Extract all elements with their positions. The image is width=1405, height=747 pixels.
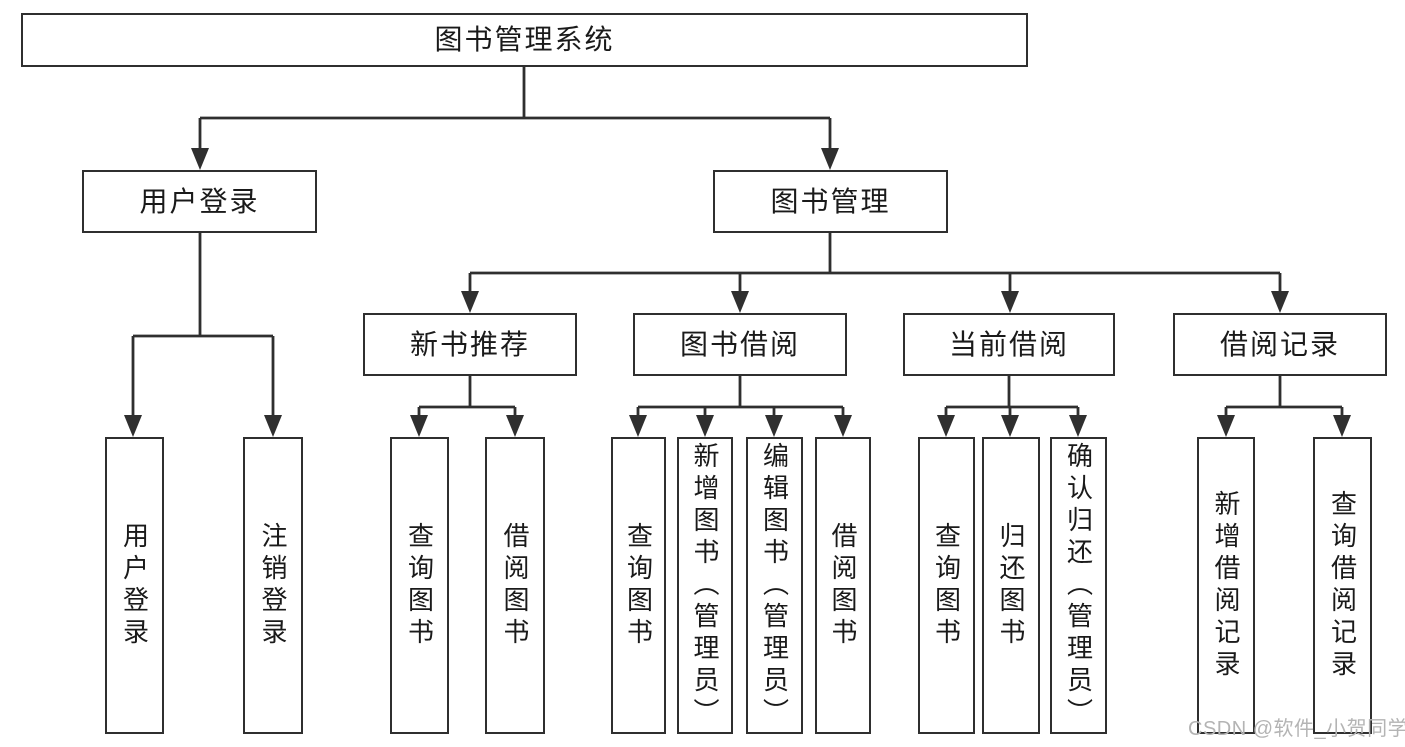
leaf-add-book-admin: 新增图书（管理员） [677,437,733,734]
node-label: 用户登录 [139,185,260,217]
leaf-label: 编辑图书（管理员） [759,441,790,730]
node-label: 图书借阅 [679,328,800,360]
node-label: 借阅记录 [1219,328,1340,360]
leaf-add-borrow-record: 新增借阅记录 [1197,437,1255,734]
leaf-query-books-current: 查询图书 [918,437,975,734]
leaf-label: 新增借阅记录 [1211,489,1241,682]
leaf-confirm-return-admin: 确认归还（管理员） [1050,437,1107,734]
connector-book-management-to-level3 [468,232,1282,294]
leaf-label: 借阅图书 [500,521,530,650]
node-root-system: 图书管理系统 [21,13,1028,67]
connector-borrow-records-branch [1224,375,1344,418]
leaf-return-book: 归还图书 [982,437,1040,734]
leaf-logout: 注销登录 [243,437,303,734]
leaf-label: 归还图书 [996,521,1026,650]
leaf-borrow-books-borrow: 借阅图书 [815,437,871,734]
node-label: 图书管理 [770,185,891,217]
node-book-management: 图书管理 [713,170,948,233]
node-user-login: 用户登录 [82,170,317,233]
node-borrow-records: 借阅记录 [1173,313,1387,376]
node-label: 新书推荐 [409,328,530,360]
connector-root-to-level2 [198,66,832,152]
leaf-label: 借阅图书 [828,521,858,650]
node-label: 当前借阅 [948,328,1069,360]
leaf-borrow-books-recommend: 借阅图书 [485,437,545,734]
connector-book-borrow-branch [636,375,845,418]
leaf-label: 新增图书（管理员） [690,441,720,730]
leaf-label: 用户登录 [119,521,150,650]
leaf-label: 查询借阅记录 [1327,489,1358,682]
leaf-label: 查询图书 [404,521,435,650]
node-label: 图书管理系统 [434,24,615,55]
leaf-query-borrow-record: 查询借阅记录 [1313,437,1372,734]
leaf-query-books-borrow: 查询图书 [611,437,666,734]
connector-new-book-recommend-branch [417,375,517,418]
csdn-watermark: CSDN @软件_小贺同学 [1188,718,1405,740]
node-new-book-recommend: 新书推荐 [363,313,577,376]
leaf-edit-book-admin: 编辑图书（管理员） [746,437,803,734]
node-book-borrow: 图书借阅 [633,313,847,376]
leaf-label: 注销登录 [258,521,288,650]
node-current-borrow: 当前借阅 [903,313,1115,376]
leaf-user-login: 用户登录 [105,437,164,734]
connector-current-borrow-branch [944,375,1080,418]
leaf-label: 确认归还（管理员） [1063,441,1094,730]
leaf-label: 查询图书 [931,521,962,650]
arrowhead-icons [124,148,1351,437]
connector-user-login-branch [131,232,275,418]
leaf-query-books-recommend: 查询图书 [390,437,449,734]
leaf-label: 查询图书 [623,521,654,650]
